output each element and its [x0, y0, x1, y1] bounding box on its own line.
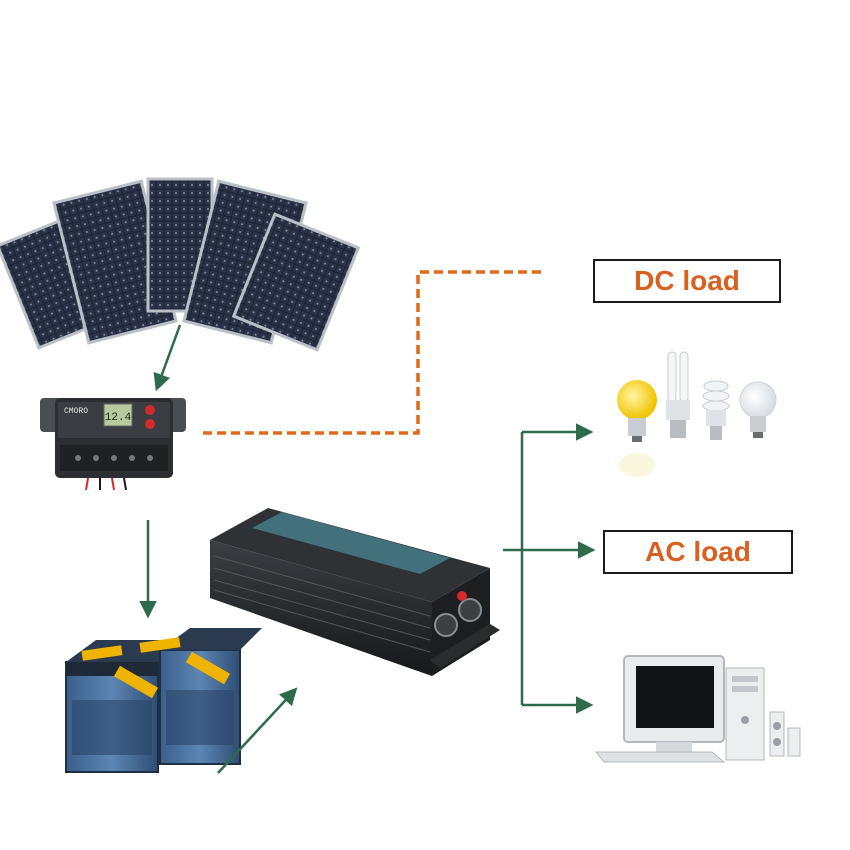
- dc-load-label: DC load: [593, 259, 781, 303]
- ac-load-label: AC load: [603, 530, 793, 574]
- flow-arrow-batteries-to-inverter: [217, 687, 298, 774]
- flow-arrow-panels-to-controller: [153, 324, 182, 392]
- ac-distribution-lines: [503, 423, 596, 714]
- dc-wire: [203, 270, 542, 435]
- controller-brand: CMORO: [64, 407, 88, 416]
- computer-icon: [594, 655, 801, 763]
- solar-panel-icon: [0, 177, 361, 352]
- battery-icon: [65, 628, 262, 773]
- light-bulb-icon: [617, 351, 777, 477]
- charge-controller-icon: CMORO 12.4: [40, 398, 186, 491]
- controller-lcd-reading: 12.4: [105, 412, 132, 424]
- inverter-icon: [210, 508, 500, 676]
